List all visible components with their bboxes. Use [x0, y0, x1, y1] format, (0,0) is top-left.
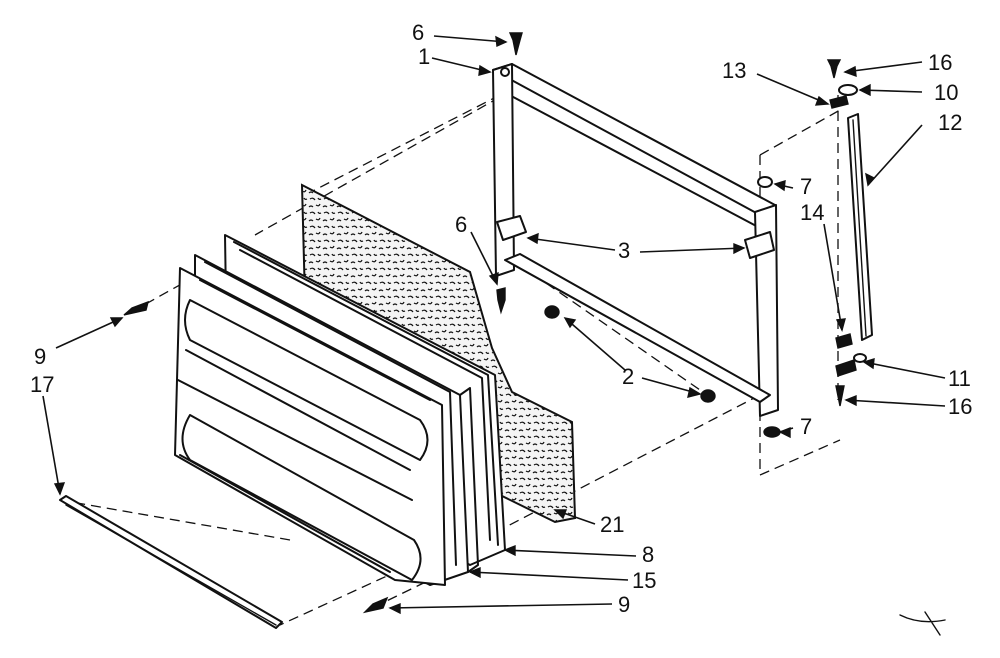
- callout-8: 8: [642, 542, 654, 567]
- hinge-bracket-part-3: [496, 215, 775, 259]
- trim-strip-part-17: [59, 495, 283, 629]
- callout-7-top: 7: [800, 174, 812, 199]
- small-hardware: [123, 32, 867, 614]
- callout-6-top: 6: [412, 20, 424, 45]
- callout-3: 3: [618, 238, 630, 263]
- callout-labels: 6 1 13 16 10 12 7 14 6 3 2 11 16 7 9 17 …: [30, 20, 972, 617]
- callout-6-mid: 6: [455, 212, 467, 237]
- leader-arrowheads: [53, 35, 876, 615]
- callout-7-bottom: 7: [800, 414, 812, 439]
- callout-16-bottom: 16: [948, 394, 972, 419]
- callout-10: 10: [934, 80, 958, 105]
- callout-17: 17: [30, 372, 54, 397]
- callout-21: 21: [600, 512, 624, 537]
- hinge-rod-part-12: [847, 113, 873, 341]
- inner-door-panel: [174, 267, 446, 586]
- callout-14: 14: [800, 200, 824, 225]
- callout-12: 12: [938, 110, 962, 135]
- callout-1: 1: [418, 44, 430, 69]
- callout-11: 11: [948, 366, 971, 391]
- callout-16-top: 16: [928, 50, 952, 75]
- callout-9-bottom: 9: [618, 592, 630, 617]
- callout-13: 13: [722, 58, 746, 83]
- callout-15: 15: [632, 568, 656, 593]
- sketch-mark: [899, 611, 946, 636]
- callout-9-left: 9: [34, 344, 46, 369]
- callout-2: 2: [622, 364, 634, 389]
